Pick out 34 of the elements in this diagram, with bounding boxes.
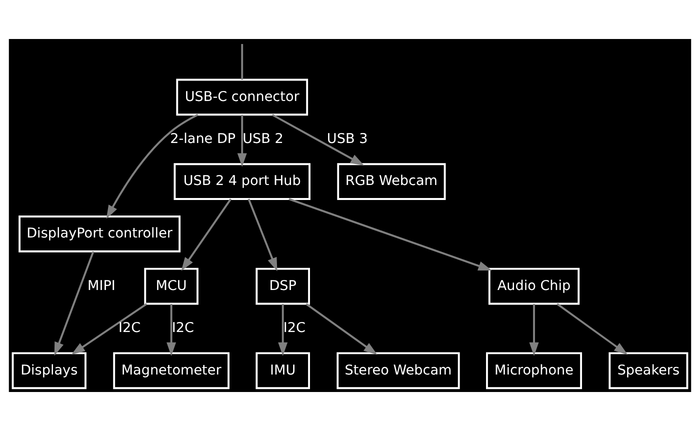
node-box: Speakers <box>608 352 688 389</box>
node-box: Magnetometer <box>113 352 230 389</box>
node-box: Stereo Webcam <box>336 352 460 389</box>
node-box: IMU <box>256 352 310 389</box>
arrow <box>71 302 148 354</box>
arrow <box>306 302 378 354</box>
node-box: DSP <box>256 267 310 304</box>
edge-label: 2-lane DP <box>170 130 236 146</box>
node-box: Displays <box>12 352 86 389</box>
node-box: DisplayPort controller <box>18 215 181 252</box>
arrow <box>106 113 198 218</box>
arrow <box>529 303 539 356</box>
node-box: USB 2 4 port Hub <box>174 162 310 200</box>
arrow <box>278 303 288 356</box>
arrow <box>166 303 176 356</box>
edge-label: MIPI <box>88 277 116 294</box>
arrow <box>181 198 232 270</box>
edge-label: USB 3 <box>326 130 368 146</box>
node-box: Microphone <box>486 352 582 389</box>
arrow <box>288 198 492 270</box>
arrow <box>237 114 247 166</box>
node-box: RGB Webcam <box>337 162 446 200</box>
arrow <box>556 302 628 354</box>
arrow <box>54 250 94 356</box>
node-box: Audio Chip <box>488 267 580 304</box>
arrow <box>272 113 364 165</box>
connector <box>241 44 244 80</box>
node-box: MCU <box>144 267 198 304</box>
arrow <box>248 198 278 271</box>
edge-label: I2C <box>172 320 194 336</box>
node-box: USB-C connector <box>176 78 308 116</box>
edge-label: I2C <box>118 320 141 336</box>
edge-label: I2C <box>283 320 306 336</box>
edge-label: USB 2 <box>242 130 284 146</box>
